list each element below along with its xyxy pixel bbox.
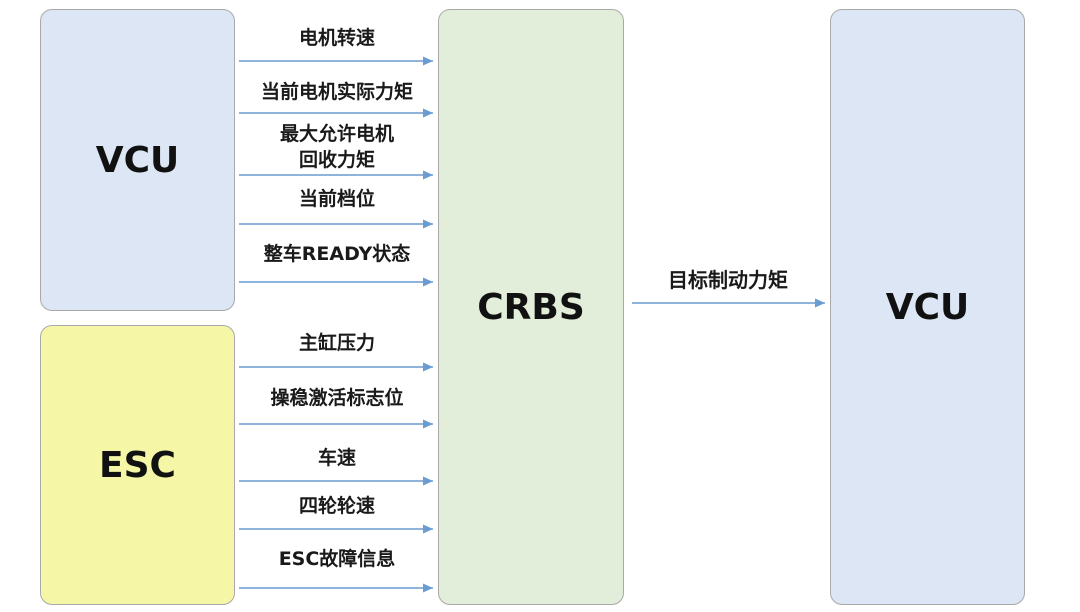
output-label-target-brake-torque: 目标制动力矩: [668, 268, 788, 292]
signal-label-wheel-speeds: 四轮轮速: [298, 495, 375, 517]
vcu-input-block: VCU: [40, 9, 235, 311]
signal-label-gear-position: 当前档位: [298, 188, 375, 210]
signal-label-stability-active-flag: 操稳激活标志位: [270, 387, 404, 409]
signal-label-master-cylinder-pressure: 主缸压力: [298, 332, 375, 354]
crbs-controller-block: CRBS: [438, 9, 624, 605]
signal-label-vehicle-ready: 整车READY状态: [263, 243, 411, 265]
signal-label-motor-actual-torque: 当前电机实际力矩: [260, 81, 413, 103]
signal-label-max-regen-torque: 最大允许电机 回收力矩: [279, 123, 394, 171]
signal-label-vehicle-speed: 车速: [317, 447, 356, 469]
esc-input-block: ESC: [40, 325, 235, 605]
vcu-output-block: VCU: [830, 9, 1025, 605]
signal-label-esc-fault-info: ESC故障信息: [278, 548, 396, 570]
signal-label-motor-speed: 电机转速: [298, 27, 375, 49]
